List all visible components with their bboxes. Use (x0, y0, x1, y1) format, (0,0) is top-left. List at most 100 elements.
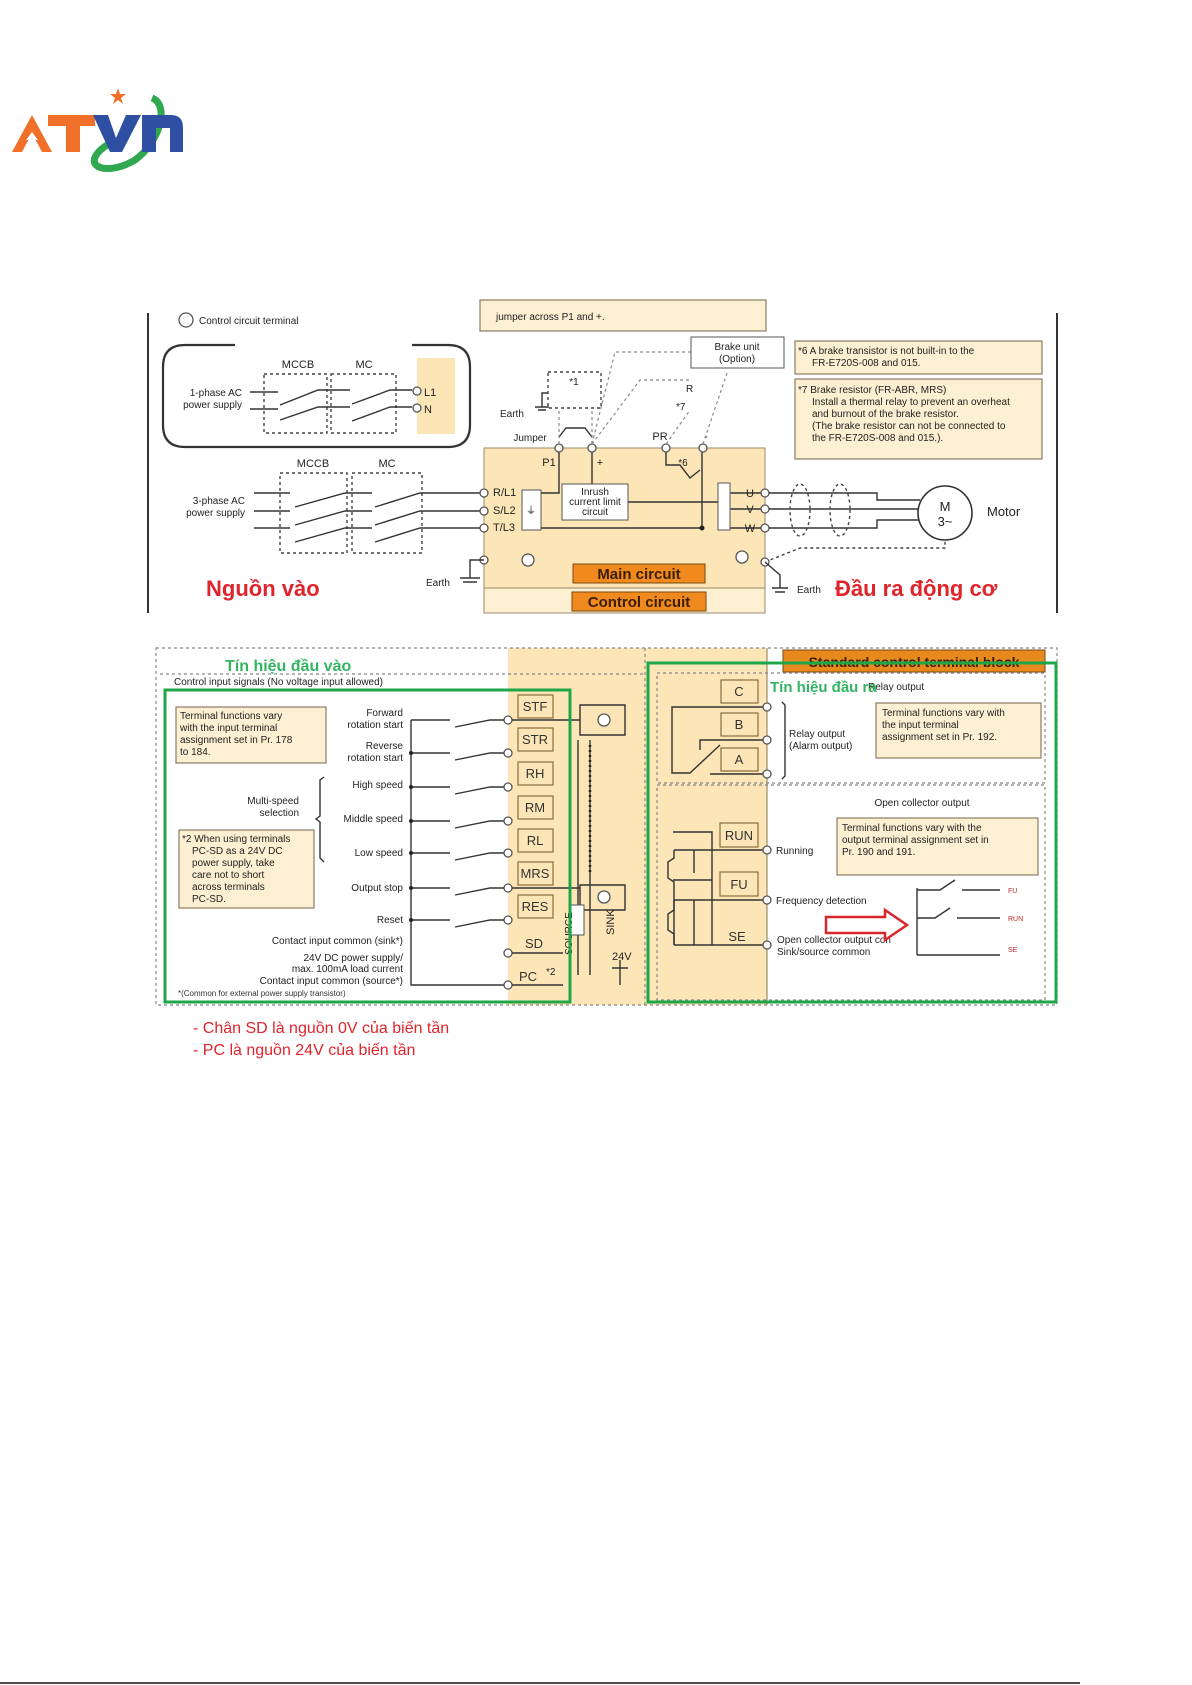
earth-icon (535, 392, 549, 411)
brake-unit-label: Brake unit (714, 342, 759, 353)
terminal-label: B (735, 717, 744, 732)
multi-speed-label: selection (260, 808, 299, 819)
input-label-rh: High speed (352, 780, 403, 791)
oc-note-text: Terminal functions vary with the (842, 823, 982, 834)
mccb-1phase (263, 373, 328, 434)
single-phase-label: 1-phase AC (190, 388, 242, 399)
control-circuit-diagram: Tín hiệu đầu vào Control input signals (… (155, 647, 1058, 1006)
running-label: Running (776, 846, 813, 857)
rectifier (521, 489, 542, 531)
input-label-stf: rotation start (347, 720, 403, 731)
terminal-str (517, 727, 554, 752)
pc-label: 24V DC power supply/ (304, 953, 404, 964)
oc-note-box (836, 817, 1039, 876)
terminal-run (719, 822, 759, 848)
annotation-input-source: Nguồn vào (206, 576, 320, 601)
option-1-box (547, 371, 602, 409)
ground-terminal-icon (521, 553, 535, 567)
terminal-minus: - (704, 431, 708, 443)
input-label-rl: Low speed (355, 848, 403, 859)
note-2-text: care not to short (192, 870, 264, 881)
terminal-c (720, 679, 759, 704)
terminal-mrs (517, 861, 554, 886)
note-ref-7: *7 (676, 402, 686, 413)
control-frame (155, 647, 1058, 1006)
terminal-label: RL (527, 833, 544, 848)
annotation-motor-output: Đầu ra động cơ (835, 576, 998, 601)
resistor-label: R (686, 384, 693, 395)
terminal-fu (719, 871, 759, 897)
note-6-box (794, 340, 1043, 375)
mc-label: MC (355, 359, 372, 371)
inverter-edge (417, 358, 455, 434)
single-phase-frame (161, 343, 472, 449)
mc-1phase (330, 373, 397, 434)
three-phase-label: 3-phase AC (193, 496, 245, 507)
note-7-text: and burnout of the brake resistor. (812, 409, 959, 420)
pc-label: Contact input common (source*) (260, 976, 403, 987)
sink-label: SINK (605, 909, 617, 935)
terminal-label: MRS (521, 866, 550, 881)
note-sd: - Chân SD là nguồn 0V của biến tần (193, 1020, 449, 1037)
note-2-text: PC-SD. (192, 894, 226, 905)
note-7-text: the FR-E720S-008 and 015.). (812, 433, 943, 444)
mccb-3phase (279, 472, 348, 554)
control-circuit-label-box (571, 591, 707, 612)
inrush-text: circuit (582, 507, 608, 518)
note-7-box (794, 378, 1043, 460)
pc-note-ref: *2 (546, 967, 556, 978)
se-label: Open collector output con (777, 935, 891, 946)
terminal-p1: P1 (542, 457, 555, 469)
frequency-detection-label: Frequency detection (776, 896, 867, 907)
terminal-n: N (424, 404, 432, 416)
mc-3phase (351, 472, 423, 554)
annotation-output-signals: Tín hiệu đầu ra (770, 679, 877, 696)
relay-note-text: assignment set in Pr. 192. (882, 732, 997, 743)
earth-icon (764, 561, 788, 593)
note-2-text: PC-SD as a 24V DC (192, 846, 283, 857)
terminal-b (720, 712, 759, 737)
logo-letter-a (12, 115, 52, 152)
note-6-text: *6 A brake transistor is not built-in to… (798, 346, 975, 357)
inrush-text: current limit (569, 497, 621, 508)
terminal-label: FU (730, 877, 747, 892)
mc-label-3: MC (378, 458, 395, 470)
oc-note-text: Pr. 190 and 191. (842, 847, 915, 858)
input-note-text: assignment set in Pr. 178 (180, 735, 293, 746)
terminal-label: RH (526, 766, 545, 781)
input-note-text: Terminal functions vary (180, 711, 282, 722)
terminal-rl (517, 828, 554, 853)
earth-label: Earth (797, 585, 821, 596)
input-note-box (175, 706, 327, 764)
terminal-v: V (746, 504, 754, 516)
note-2-text: *2 When using terminals (182, 834, 290, 845)
mccb-label: MCCB (282, 359, 314, 371)
jumper-label: Jumper (513, 433, 547, 444)
jumper-note: jumper across P1 and +. (495, 312, 605, 323)
terminal-pr: PR (652, 431, 667, 443)
control-terminal-legend-icon (178, 312, 194, 328)
terminal-r-l1: R/L1 (493, 487, 516, 499)
note-ref-6: *6 (678, 458, 688, 469)
terminal-label: A (735, 752, 744, 767)
control-circuit-label: Control circuit (588, 594, 691, 611)
logo-letter-v (93, 115, 141, 152)
24v-label: 24V (612, 951, 632, 963)
brake-unit-box (690, 336, 785, 369)
note-2-text: across terminals (192, 882, 265, 893)
logo-star-icon (110, 88, 126, 104)
svg-text:⏚: ⏚ (526, 505, 536, 517)
note-7-text: (The brake resistor can not be connected… (812, 421, 1006, 432)
output-switch-icon (916, 879, 1000, 956)
multi-speed-label: Multi-speed (247, 796, 299, 807)
brake-unit-label: (Option) (719, 354, 755, 365)
input-label-str: rotation start (347, 753, 403, 764)
input-highlight-frame (163, 688, 572, 1004)
relay-note-box (875, 702, 1042, 759)
earth-icon (460, 559, 484, 583)
input-note-text: to 184. (180, 747, 211, 758)
motor-symbol: M (940, 499, 951, 514)
terminal-pc: PC (519, 969, 537, 984)
atvn-logo (12, 88, 183, 172)
